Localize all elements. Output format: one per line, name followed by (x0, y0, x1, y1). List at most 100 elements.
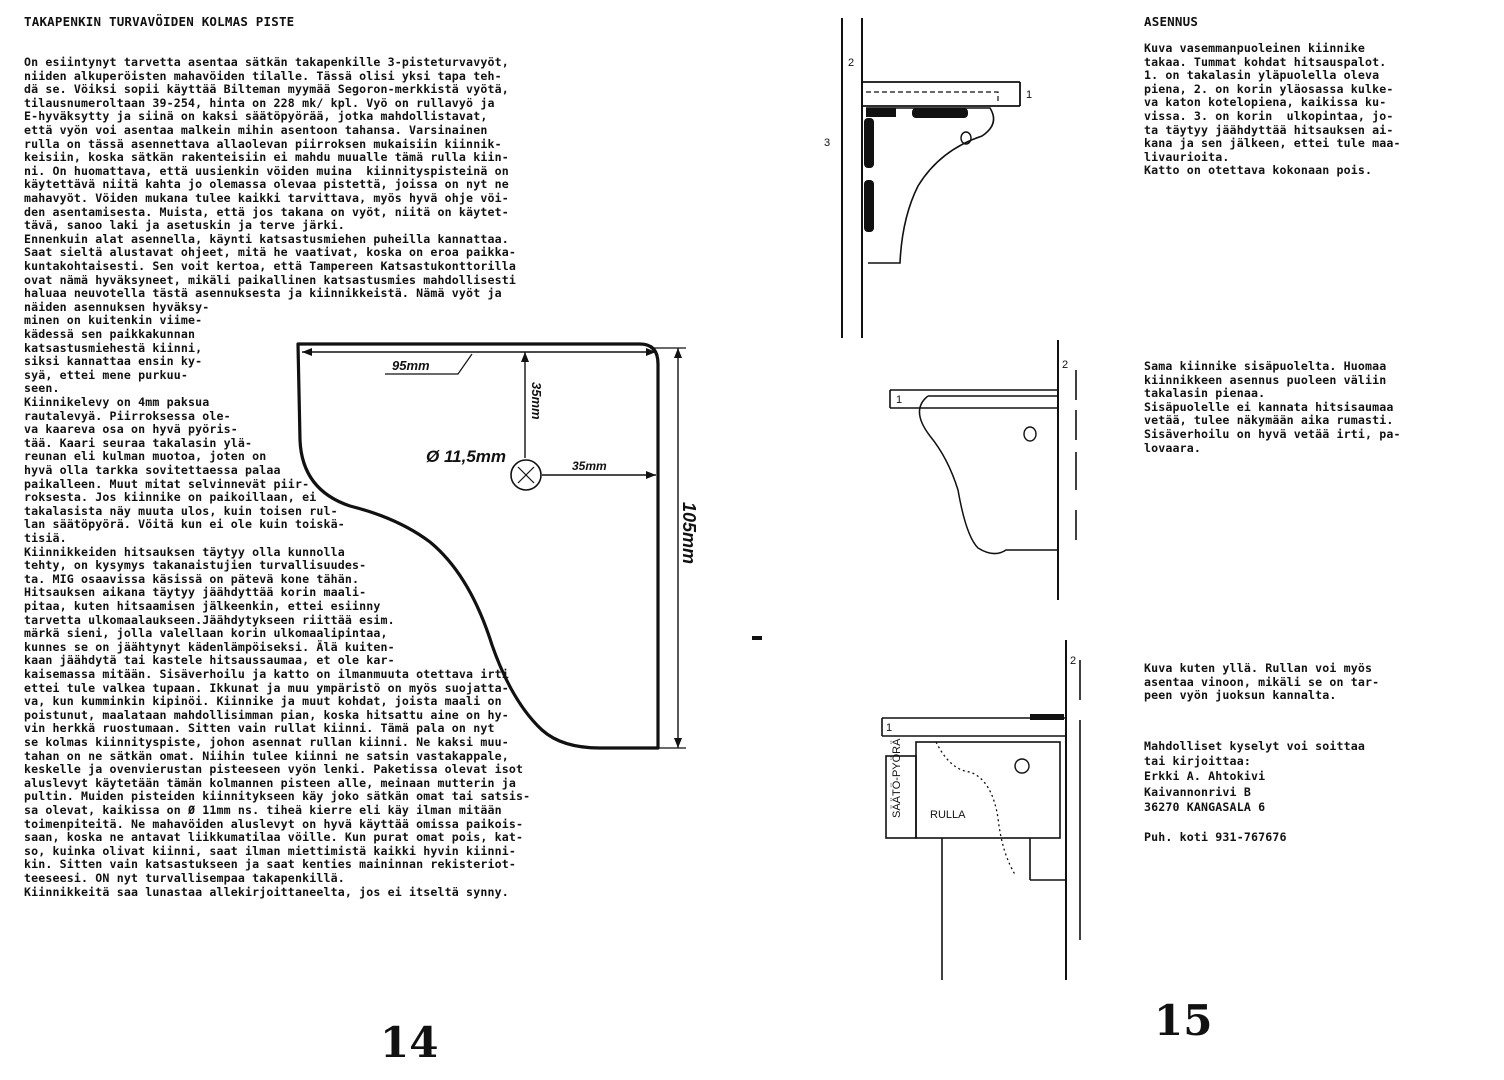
text-line: takalasin pienaa. (1144, 386, 1266, 401)
text-line: Mahdolliset kyselyt voi soittaa (1144, 739, 1366, 753)
figure-3-roller-view: 2 1 SÄÄTÖ-PYÖRÄ RULLA (881, 640, 1081, 980)
text-line: rautalevyä. Piirroksessa ole- (24, 408, 231, 423)
hole-circle (510, 459, 542, 491)
text-line: kädessä sen paikkakunnan (24, 327, 196, 341)
fig3-label-1: 1 (886, 722, 892, 734)
text-line: takaa. Tummat kohdat hitsauspalot. (1144, 54, 1387, 69)
text-line: E-hyväksytty ja siinä on kaksi säätöpyör… (24, 109, 488, 124)
text-line: den asentamisesta. Muista, että jos taka… (24, 204, 509, 219)
text-line: mahavyöt. Vöiden mukana tulee kaikki tar… (24, 191, 509, 205)
left-page: TAKAPENKIN TURVAVÖIDEN KOLMAS PISTE On e… (24, 14, 699, 1067)
fig3-label-saatopyora: SÄÄTÖ-PYÖRÄ (891, 738, 903, 818)
text-line: piena, 2. on korin yläosassa kulke- (1144, 81, 1394, 96)
text-line: näiden asennuksen hyväksy- (24, 299, 210, 314)
text-line: sa olevat, kaikissa on Ø 11mm ns. tiheä … (24, 803, 502, 817)
text-line: vissa. 3. on korin ulkopintaa, jo- (1144, 109, 1394, 123)
hole-diameter-label: Ø 11,5mm (426, 447, 506, 466)
text-line: ta täytyy jäähdyttää hitsauksen ai- (1144, 122, 1394, 137)
text-line: ta. MIG osaavissa käsissä on pätevä kone… (24, 571, 360, 586)
text-line: syä, ettei mene purkuu- (24, 367, 188, 382)
text-line: kuntakohtaisesti. Sen voit kertoa, että … (24, 259, 516, 273)
text-line: Sama kiinnike sisäpuolelta. Huomaa (1144, 359, 1387, 373)
figure-1-outer-view: 2 3 1 (824, 18, 1032, 338)
fig3-label-rulla: RULLA (930, 809, 966, 821)
text-line: niiden alkuperöisten mahavöiden tilalle.… (24, 68, 502, 83)
text-line: seen. (24, 381, 60, 396)
text-line: Katto on otettava kokonaan pois. (1144, 163, 1373, 178)
bracket-drawing: 95mm 35mm Ø 11,5mm 35mm 105mm (296, 342, 699, 750)
text-line: keskelle ja ovenvierustan pisteeseen vyö… (24, 762, 524, 777)
text-line: käytettävä niitä kahta jo olemassa oleva… (24, 177, 509, 192)
text-line: On esiintynyt tarvetta asentaa sätkän ta… (24, 55, 509, 69)
text-line: saan, koska ne antavat liikkumatilaa vöi… (24, 830, 524, 845)
text-line: tarvetta ulkomaalaukseen.Jäähdytykseen r… (24, 612, 395, 627)
spine-mark (752, 636, 762, 640)
text-line: Erkki A. Ahtokivi (1144, 769, 1266, 784)
text-line: kana ja sen jälkeen, ettei tule maa- (1144, 136, 1401, 151)
text-line: Kuva kuten yllä. Rullan voi myös (1144, 661, 1373, 675)
dim-width-label: 95mm (392, 358, 430, 373)
text-line: asentaa vinoon, mikäli se on tar- (1144, 674, 1380, 689)
text-line: Kiinnikkeiden hitsauksen täytyy olla kun… (24, 544, 345, 559)
fig1-label-2: 2 (848, 57, 854, 69)
text-line: tilausnumeroltaan 39-254, hinta on 228 m… (24, 95, 495, 110)
text-line: kin. Sitten vain katsastukseen ja saat k… (24, 857, 516, 872)
fig2-label-1: 1 (896, 394, 902, 406)
fig1-label-3: 3 (824, 137, 830, 149)
text-line: että vyön voi asentaa malkein mihin asen… (24, 123, 488, 137)
dim-total-label: 105mm (679, 502, 699, 564)
right-title: ASENNUS (1144, 14, 1199, 29)
text-line: kunnes se on jäähtynyt kädenlämpöiseksi.… (24, 639, 395, 654)
text-line: vin herkkä ruostumaan. Sitten vain rulla… (24, 721, 495, 736)
text-line: Kiinnikkeitä saa lunastaa allekirjoittan… (24, 884, 509, 899)
text-line: va kaareva osa on hyvä pyöris- (24, 422, 238, 437)
text-line: Kuva vasemmanpuoleinen kiinnike (1144, 41, 1366, 55)
text-line: reunan eli kulman muotoa, joten on (24, 449, 267, 464)
figure-2-inner-view: 2 1 (889, 340, 1077, 600)
dim-right-label: 35mm (572, 459, 607, 473)
fig2-label-2: 2 (1062, 359, 1068, 371)
text-line: kiinnikkeen asennus puoleen väliin (1144, 372, 1387, 387)
text-line: haluaa neuvotella tästä asennuksesta ja … (24, 286, 502, 301)
text-line: Hitsauksen aikana täytyy jäähdyttää kori… (24, 585, 367, 600)
dim-upper-label: 35mm (529, 382, 544, 420)
text-line: se kolmas kiinnityspiste, johon asennat … (24, 735, 509, 749)
text-line: katsastusmiehestä kiinni, (24, 340, 203, 355)
text-line: keisiin, koska sätkän rakenteisiin ei ma… (24, 150, 509, 165)
text-line: va katon kotelopiena, kaikissa ku- (1144, 95, 1387, 110)
text-line: Kiinnikelevy on 4mm paksua (24, 395, 210, 409)
text-line: peen vyön juoksun kannalta. (1144, 688, 1337, 703)
text-line: pultin. Muiden pisteiden kiinnitykseen k… (24, 789, 531, 804)
page-number-left: 14 (380, 1018, 439, 1067)
bracket-outline (296, 342, 660, 750)
text-line: aluslevyt käytetään tämän kolmannen pist… (24, 775, 516, 790)
text-line: lan säätöpyörä. Vöitä kun ei ole kuin to… (24, 517, 345, 532)
text-line: Puh. koti 931-767676 (1144, 830, 1287, 845)
text-line: va, kun kumminkin kipinöi. Kiinnike ja m… (24, 694, 502, 709)
text-line: ovat nämä hyväksyneet, mikäli paikalline… (24, 272, 516, 287)
text-line: ettei tule valkea tupaan. Ikkunat ja muu… (24, 680, 509, 695)
text-line: tää. Kaari seuraa takalasin ylä- (24, 435, 253, 450)
text-line: paikalleen. Muut mitat selvinnevät piir- (24, 476, 310, 491)
text-line: ni. On huomattava, että uusienkin vöiden… (24, 163, 509, 178)
text-line: livaurioita. (1144, 149, 1230, 164)
text-line: märkä sieni, jolla valellaan korin ulkom… (24, 626, 388, 641)
text-line: kaisemassa mitään. Sisäverhoilu ja katto… (24, 667, 509, 681)
text-line: Sisäpuolelle ei kannata hitsisaumaa (1144, 399, 1394, 414)
text-line: so, kuinka olivat kiinni, saat ilman mie… (24, 843, 516, 858)
text-line: 1. on takalasin yläpuolella oleva (1144, 68, 1380, 83)
text-line: minen on kuitenkin viime- (24, 313, 203, 328)
text-line: Ennenkuin alat asennella, käynti katsast… (24, 231, 509, 246)
text-line: tävä, sanoo laki ja asetuskin ja terve j… (24, 218, 345, 233)
text-line: kaan jäähdytä tai kastele hitsaussaumaa,… (24, 653, 395, 668)
text-line: hyvä olla tarkka sovitettaessa palaa (24, 463, 281, 477)
text-line: tehty, on kysymys takanaistujien turvall… (24, 558, 367, 573)
text-line: teeseesi. ON nyt turvallisempaa takapenk… (24, 871, 345, 885)
text-line: tisiä. (24, 531, 67, 545)
text-line: Kaivannonrivi B (1144, 784, 1251, 799)
text-line: lovaara. (1144, 440, 1202, 455)
text-line: rulla on tässä asennettava allaolevan pi… (24, 136, 502, 151)
text-line: vetää, tulee näkymään aika rumasti. (1144, 413, 1394, 428)
text-line: siksi kannattaa ensin ky- (24, 354, 203, 369)
text-line: tahan on ne sätkän omat. Niihin tulee ki… (24, 748, 509, 763)
